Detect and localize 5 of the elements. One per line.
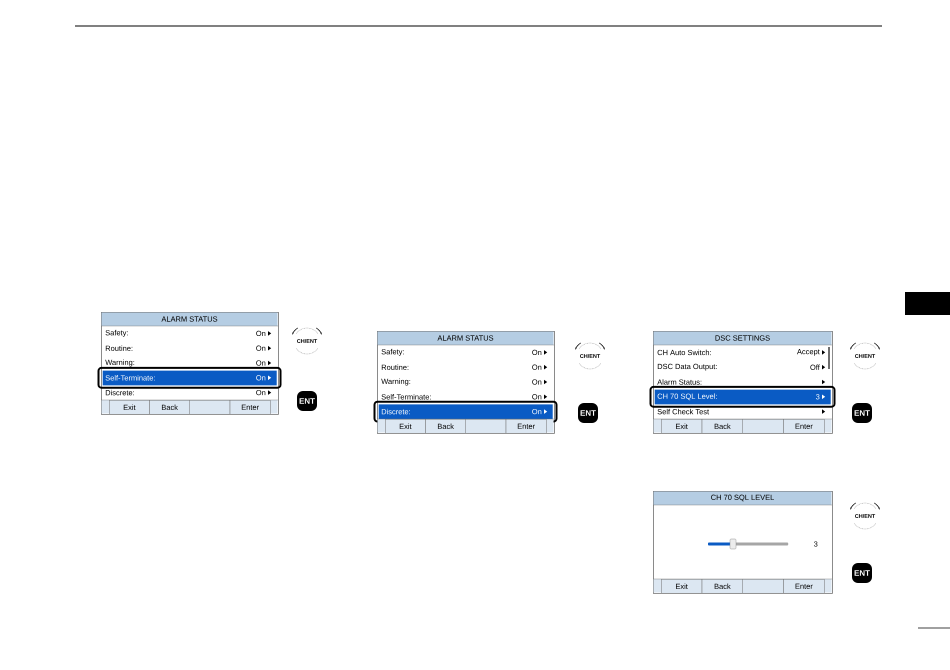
softkey xyxy=(190,400,230,414)
softkey xyxy=(466,419,506,434)
softkey xyxy=(742,579,784,594)
slider xyxy=(708,538,788,550)
softkey xyxy=(742,419,784,434)
